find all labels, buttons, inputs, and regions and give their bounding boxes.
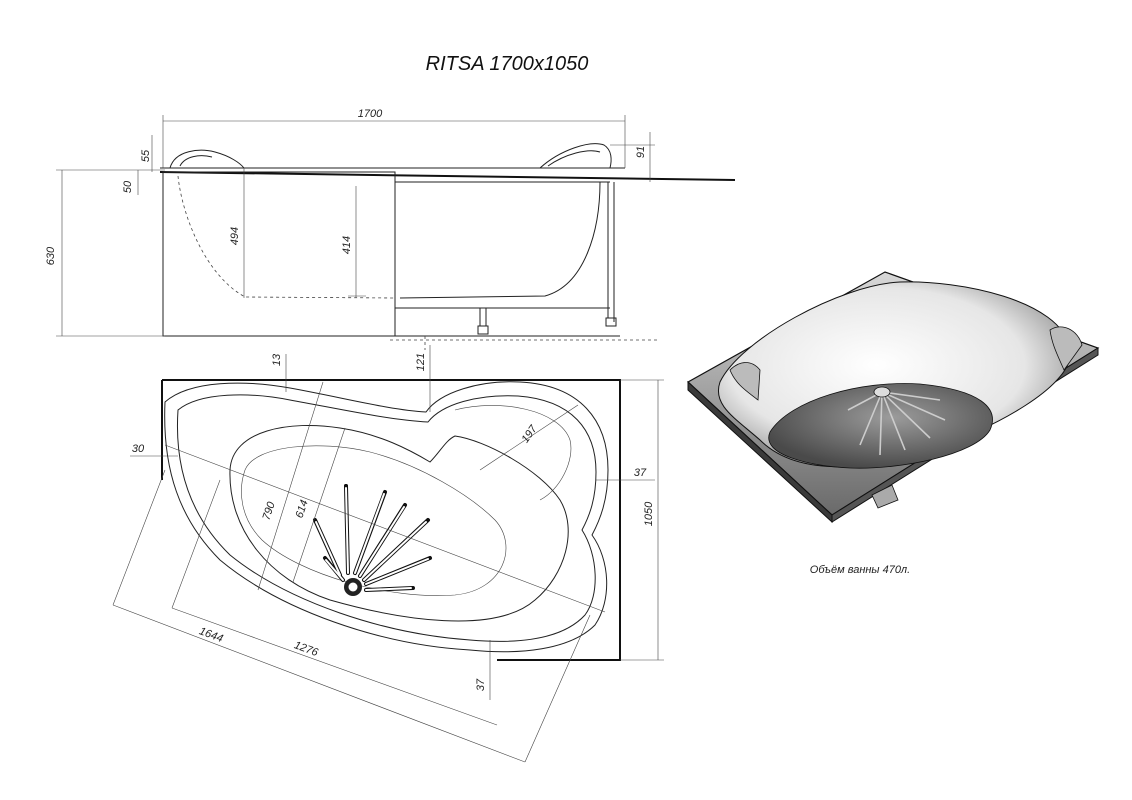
tub-3d-view xyxy=(686,271,1100,524)
dim-depth-inner: 414 xyxy=(341,236,353,254)
dim-depth-outer: 494 xyxy=(229,227,241,245)
dim-left-offset: 30 xyxy=(132,443,145,455)
drain-ribs xyxy=(313,484,432,592)
dim-rim-lower: 50 xyxy=(122,180,134,193)
drawing-title: RITSA 1700x1050 xyxy=(426,53,589,75)
bowl-outline xyxy=(229,424,569,622)
dim-headrest: 91 xyxy=(635,146,647,158)
volume-note: Объём ванны 470л. xyxy=(810,564,910,576)
dim-height: 630 xyxy=(45,246,57,265)
headrest-left xyxy=(169,149,245,169)
dim-length: 1700 xyxy=(358,108,383,120)
headrest-right xyxy=(539,143,612,169)
side-view: 1700 630 55 50 91 494 414 xyxy=(45,108,736,350)
dim-notch: 121 xyxy=(415,353,427,371)
tub-rim-inner xyxy=(176,394,597,642)
dim-right-offset: 37 xyxy=(634,467,647,479)
rim-line xyxy=(159,171,736,181)
bowl-profile-left xyxy=(177,175,396,299)
tub-outline xyxy=(164,381,609,653)
bowl-profile-right xyxy=(399,181,601,299)
dim-bottom-offset: 37 xyxy=(475,678,487,691)
dim-axis-inner: 614 xyxy=(294,498,311,519)
dim-rim: 55 xyxy=(140,149,152,162)
seat-area xyxy=(454,405,572,501)
dim-width: 1050 xyxy=(643,501,655,526)
bowl-floor xyxy=(241,445,507,596)
front-panel xyxy=(162,171,396,337)
top-view: 13 121 197 30 37 1050 790 614 1644 1276 … xyxy=(112,345,664,763)
dim-axis-outer: 790 xyxy=(261,500,278,522)
dim-gap-top: 13 xyxy=(271,353,283,366)
top-frame xyxy=(162,379,621,661)
